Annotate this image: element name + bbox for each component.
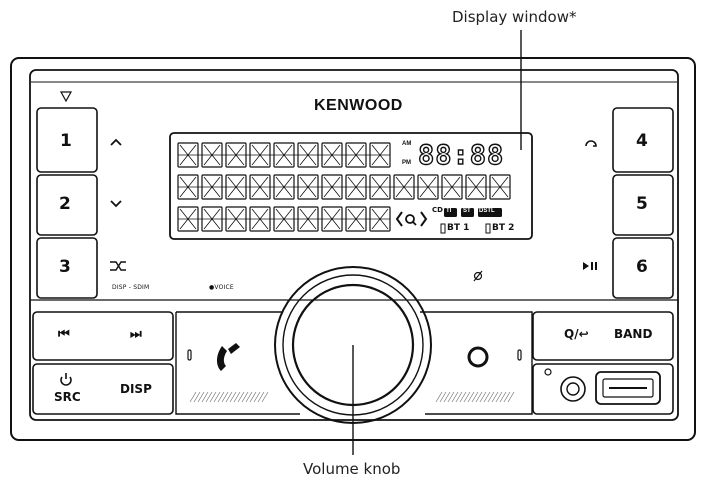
brand-logo: KENWOOD [314, 97, 403, 114]
bt1-indicator: BT 1 [447, 223, 470, 233]
prev-next-button-frame [32, 311, 174, 361]
play-pause-icon [583, 262, 597, 270]
voice-label: ●VOICE [209, 284, 234, 291]
chevron-up-icon [110, 138, 122, 146]
st-indicator-bg [461, 208, 474, 217]
power-icon [60, 373, 72, 386]
src-button[interactable]: SRC [54, 390, 81, 404]
chevron-down-icon [110, 200, 122, 208]
preset-button-4-frame [612, 107, 674, 173]
preset-button-4[interactable]: 4 [636, 131, 648, 151]
st-indicator: ST [463, 208, 471, 214]
search-band-button-frame [532, 311, 674, 361]
eject-triangle-icon [59, 91, 73, 103]
ti-indicator-bg [444, 208, 457, 217]
phone-icon [217, 346, 227, 371]
usb-port [595, 371, 661, 405]
shuffle-icon [110, 261, 126, 271]
disp-button[interactable]: DISP [120, 382, 152, 396]
preset-button-5-frame [612, 174, 674, 236]
pm-indicator: PM [402, 160, 411, 166]
dstl-indicator: DSTL [479, 208, 495, 214]
preset-button-2[interactable]: 2 [59, 194, 71, 214]
repeat-icon [585, 140, 597, 147]
display-window-callout: Display window* [452, 8, 577, 26]
center-bar [175, 311, 533, 415]
volume-knob-callout: Volume knob [303, 460, 401, 478]
bt1-indicator-box [440, 223, 446, 234]
display-window [169, 132, 533, 240]
preset-button-5[interactable]: 5 [636, 194, 648, 214]
preset-button-3-frame [36, 237, 98, 299]
voice-assistant-icon [467, 346, 489, 368]
grille-hatches [189, 391, 515, 403]
disp-sdim-label: DISP - SDIM [112, 284, 150, 291]
preset-button-3[interactable]: 3 [59, 257, 71, 277]
dstl-indicator-bg [478, 208, 502, 217]
search-back-button[interactable]: Q/↩ [564, 327, 589, 341]
clock-display: 88:88 [417, 139, 505, 171]
band-button[interactable]: BAND [614, 327, 653, 341]
bt2-indicator-box [485, 223, 491, 234]
preset-button-1[interactable]: 1 [60, 131, 72, 151]
preset-button-6[interactable]: 6 [636, 257, 648, 277]
next-track-button[interactable]: ⏭ [130, 327, 142, 342]
bt2-indicator: BT 2 [492, 223, 515, 233]
face-plate [29, 69, 679, 421]
cd-indicator: CD [432, 206, 443, 214]
display-left-arrow-icon [395, 211, 403, 227]
preset-button-6-frame [612, 237, 674, 299]
ti-indicator: TI [446, 208, 452, 214]
preset-button-1-frame [36, 107, 98, 173]
prev-track-button[interactable]: ⏮ [58, 327, 70, 342]
aux-jack [560, 376, 586, 402]
display-search-icon [405, 214, 415, 224]
display-right-arrow-icon [420, 211, 428, 227]
src-disp-button-frame [32, 363, 174, 415]
mute-icon [473, 270, 483, 282]
preset-button-2-frame [36, 174, 98, 236]
am-indicator: AM [402, 141, 412, 147]
usb-aux-panel [532, 363, 674, 415]
